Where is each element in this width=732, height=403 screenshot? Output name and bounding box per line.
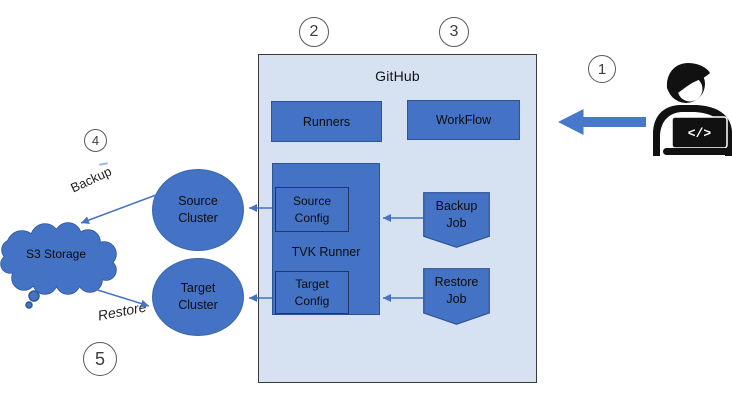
backup-flow-label: Backup bbox=[68, 163, 114, 196]
source-config-line2: Config bbox=[294, 210, 330, 225]
step-marker-3: 3 bbox=[439, 17, 469, 47]
target-cluster-line1: Target bbox=[180, 281, 216, 295]
restore-job-shape bbox=[423, 268, 490, 325]
source-config-line1: Source bbox=[292, 193, 332, 208]
restore-job-line2: Job bbox=[446, 292, 467, 306]
backup-job-line2: Job bbox=[446, 215, 467, 230]
restore-job-label: Restore Job bbox=[423, 268, 490, 314]
workflow-box: WorkFlow bbox=[407, 100, 520, 140]
github-panel-title: GitHub bbox=[375, 68, 420, 84]
step-marker-1: 1 bbox=[588, 55, 616, 83]
target-config-box: Target Config bbox=[275, 271, 349, 314]
restore-job-line1: Restore bbox=[434, 275, 479, 289]
target-config-line1: Target bbox=[295, 276, 329, 291]
source-cluster-line1: Source bbox=[178, 194, 218, 208]
target-cluster: Target Cluster bbox=[152, 258, 244, 336]
s3-cloud-icon bbox=[0, 222, 117, 309]
step-marker-4: 4 bbox=[84, 129, 107, 152]
source-cluster: Source Cluster bbox=[152, 169, 244, 251]
backup-job-line1: Backup bbox=[435, 198, 478, 213]
target-config-line2: Config bbox=[294, 293, 330, 308]
arrow-source-cluster-to-s3 bbox=[80, 194, 157, 224]
workflow-label: WorkFlow bbox=[435, 113, 492, 127]
backup-job-shape bbox=[423, 192, 490, 248]
step-marker-5: 5 bbox=[83, 342, 117, 376]
target-cluster-line2: Cluster bbox=[178, 298, 218, 312]
tvk-runner-label: TVK Runner bbox=[291, 245, 361, 259]
developer-icon: </> bbox=[653, 63, 732, 156]
runners-box: Runners bbox=[271, 101, 382, 142]
source-config-box: Source Config bbox=[275, 187, 349, 232]
runners-label: Runners bbox=[302, 114, 351, 129]
laptop-code-glyph: </> bbox=[688, 126, 712, 141]
source-cluster-line2: Cluster bbox=[178, 211, 218, 225]
s3-storage-label: S3 Storage bbox=[25, 247, 87, 261]
backup-job-label: Backup Job bbox=[423, 192, 490, 237]
step-marker-2: 2 bbox=[299, 17, 329, 47]
developer-to-github-arrow bbox=[558, 109, 646, 135]
